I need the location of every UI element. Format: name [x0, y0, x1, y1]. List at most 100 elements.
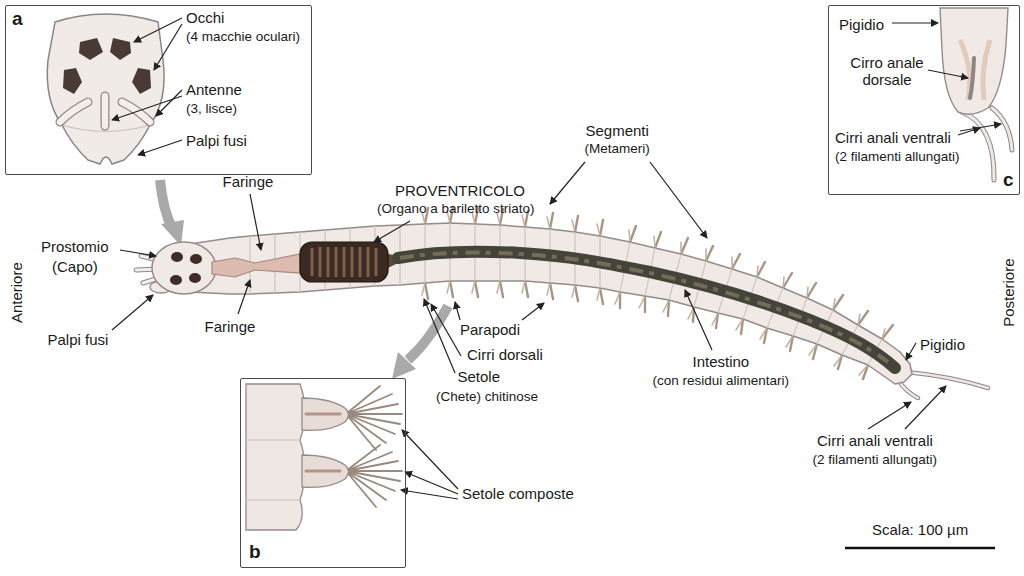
- leader-line: [401, 490, 458, 499]
- part-label: Cirri dorsali: [467, 346, 543, 363]
- inset-panel: PigidioCirro anale dorsaleCirri anali ve…: [828, 5, 1020, 195]
- part-label: Palpi fusi: [186, 132, 247, 149]
- panel-letter: a: [12, 8, 23, 30]
- part-label: (Chete) chitinose: [436, 389, 538, 405]
- leader-line: [431, 304, 461, 356]
- zoom-arrow: [408, 306, 448, 360]
- part-label: Cirri anali ventrali: [817, 432, 933, 449]
- leader-line: [405, 472, 458, 494]
- eye-spot: [189, 273, 201, 283]
- inset-ground: [828, 5, 1017, 195]
- leader-line: [892, 22, 938, 23]
- prostomium: [152, 242, 216, 294]
- part-label: Antenne: [186, 81, 242, 98]
- eye-spot: [170, 275, 182, 285]
- antenna-outline: [101, 96, 110, 126]
- anal-cirrus: [962, 112, 994, 180]
- seta: [346, 386, 402, 450]
- inset-ground: [240, 378, 406, 568]
- eye-spot: [63, 68, 82, 94]
- eye-spots: [63, 38, 151, 94]
- seta: [346, 445, 402, 507]
- leader-line: [402, 430, 458, 489]
- leader-line: [685, 290, 712, 350]
- panel-letter: b: [249, 541, 261, 563]
- part-label: Cirro anale dorsale: [841, 54, 933, 89]
- food-remains: [400, 253, 888, 362]
- part-note: (3, lisce): [186, 101, 237, 117]
- part-label: Pigidio: [920, 336, 965, 353]
- antenna: [102, 96, 109, 126]
- part-label: Faringe: [205, 318, 256, 335]
- leader-line: [134, 18, 182, 42]
- leader-line: [112, 295, 153, 330]
- intestine: [398, 252, 895, 368]
- part-label: Intestino: [693, 353, 750, 370]
- pygidium: [940, 8, 1008, 114]
- anal-cirri: [898, 372, 988, 398]
- aciculum: [306, 414, 340, 471]
- part-label: Palpi fusi: [48, 331, 109, 348]
- proventricle: [300, 242, 388, 282]
- part-label: (con residui alimentari): [653, 373, 790, 389]
- scale-bar: [845, 547, 995, 550]
- axis-label: Posteriore: [1000, 258, 1017, 326]
- head-outline: [47, 14, 164, 164]
- dorsal-anal-cirrus: [970, 58, 974, 98]
- leader-line: [238, 280, 250, 314]
- worm-body: [190, 223, 912, 384]
- eye-spot: [79, 38, 103, 60]
- leader-line: [424, 299, 455, 373]
- leader-line: [928, 70, 968, 78]
- eye-spot: [171, 252, 183, 262]
- antenna: [60, 102, 88, 122]
- leader-line: [960, 124, 1001, 131]
- panel-letter: c: [1003, 169, 1014, 191]
- leader-line: [250, 194, 261, 250]
- part-label: (Organo a bariletto striato): [377, 201, 535, 217]
- inset-ground: [5, 5, 312, 175]
- part-label: PROVENTRICOLO: [395, 182, 525, 199]
- anal-cirrus: [906, 372, 988, 388]
- leader-line: [112, 96, 182, 120]
- eye-spot: [132, 68, 151, 94]
- segment-lines: [250, 223, 882, 365]
- leader-line: [455, 302, 460, 320]
- part-label: Scala: 100 µm: [872, 521, 968, 538]
- leader-line: [522, 303, 544, 320]
- part-label: Faringe: [223, 173, 274, 190]
- leader-lines: [112, 162, 946, 499]
- anal-cirrus-outline: [906, 372, 988, 388]
- axis-label: Anteriore: [7, 262, 24, 323]
- leader-line: [120, 250, 156, 256]
- zoom-arrow-head: [392, 352, 416, 379]
- part-note: (4 macchie oculari): [186, 29, 300, 45]
- part-label: Occhi: [186, 9, 224, 26]
- leader-line: [650, 162, 707, 238]
- antenna-outline: [60, 102, 88, 122]
- leader-line: [905, 386, 946, 429]
- leader-line: [868, 402, 911, 429]
- leader-line: [374, 221, 410, 242]
- leader-lines: [112, 18, 182, 155]
- compound-setae: [346, 386, 402, 507]
- part-label: (2 filamenti allungati): [813, 452, 938, 468]
- part-label: Setole composte: [462, 485, 574, 502]
- segment-lines: [246, 440, 300, 500]
- leader-line: [138, 140, 182, 155]
- part-label: Segmenti: [586, 122, 649, 139]
- part-label: Prostomio: [41, 238, 109, 255]
- eye-spot: [110, 38, 131, 60]
- eye-spot: [190, 254, 202, 264]
- leader-line: [550, 162, 585, 204]
- anal-cirrus: [992, 108, 1012, 150]
- inset-panel: a Occhi (4 macchie oculari) Antenne (3, lisc…: [5, 5, 312, 175]
- anal-cirrus-outline: [962, 112, 994, 180]
- leader-line: [906, 343, 916, 360]
- part-label: Pigidio: [839, 16, 884, 33]
- proventricle-striae: [312, 247, 376, 277]
- part-label: (Metameri): [585, 141, 650, 157]
- worm-eyes: [170, 252, 202, 285]
- gut-end: [960, 40, 990, 100]
